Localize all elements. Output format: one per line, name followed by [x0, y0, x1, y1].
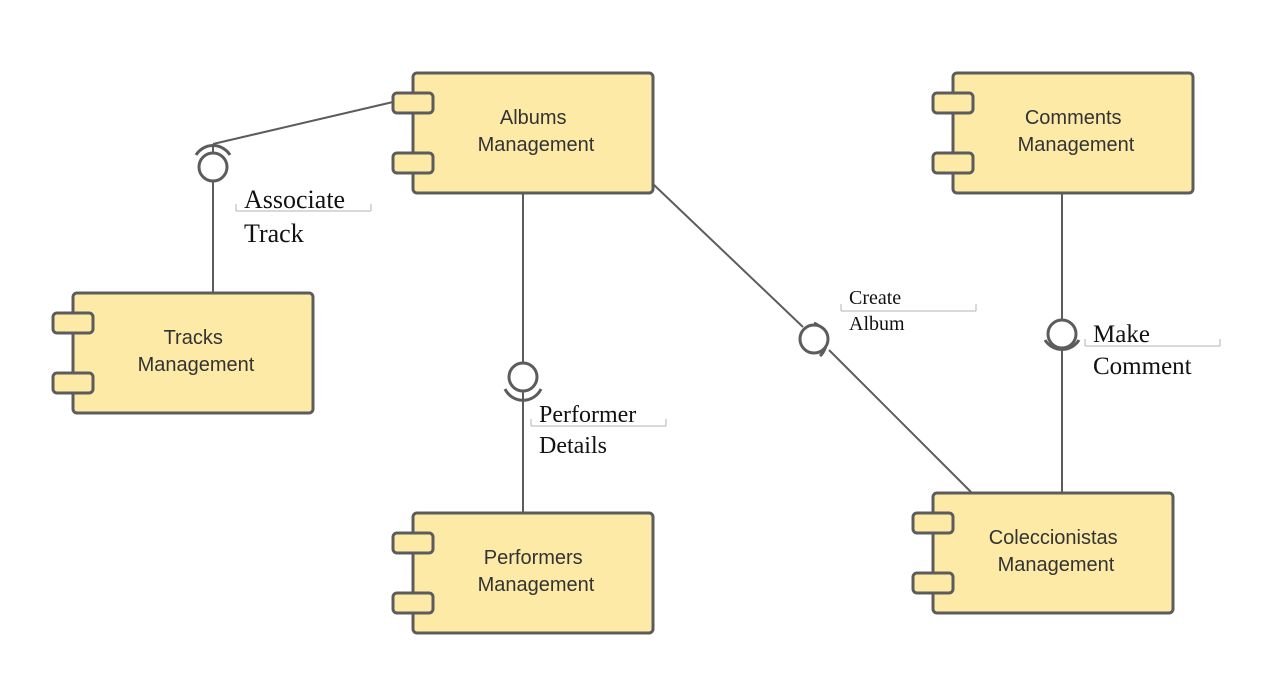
- port-icon: [391, 591, 435, 615]
- interface-create-album: Create Album: [798, 287, 977, 358]
- component-tracks-management[interactable]: Tracks Management: [51, 291, 315, 415]
- port-icon: [51, 311, 95, 335]
- interface-label-create-album: Create Album: [849, 287, 906, 335]
- port-icon: [391, 531, 435, 555]
- connector-create-album: [652, 183, 973, 494]
- component-name: Coleccionistas Management: [989, 527, 1124, 576]
- label-line: Details: [539, 433, 607, 459]
- name-line: Albums: [500, 107, 567, 129]
- label-line: Create: [849, 287, 901, 309]
- lollipop-icon: [1046, 318, 1078, 350]
- name-line: Management: [478, 574, 595, 596]
- component-name: Comments Management: [1018, 107, 1135, 156]
- label-line: Make: [1093, 321, 1150, 348]
- lollipop-icon: [507, 361, 539, 393]
- lollipop-icon: [197, 151, 229, 183]
- name-line: Management: [478, 134, 595, 156]
- interface-label-performer-details: Performer Details: [539, 402, 642, 459]
- name-line: Management: [138, 354, 255, 376]
- name-line: Performers: [484, 547, 583, 569]
- port-icon: [911, 511, 955, 535]
- port-icon: [51, 371, 95, 395]
- label-line: Album: [849, 313, 905, 335]
- name-line: Tracks: [164, 327, 223, 349]
- component-performers-management[interactable]: Performers Management: [391, 511, 655, 635]
- port-icon: [391, 91, 435, 115]
- interface-make-comment: Make Comment: [1043, 318, 1221, 380]
- component-name: Tracks Management: [138, 327, 255, 376]
- name-line: Management: [998, 554, 1115, 576]
- interface-label-associate-track: Associate Track: [244, 185, 352, 248]
- component-name: Albums Management: [478, 107, 595, 156]
- port-icon: [911, 571, 955, 595]
- name-line: Comments: [1025, 107, 1122, 129]
- interface-label-make-comment: Make Comment: [1093, 321, 1192, 380]
- label-line: Performer: [539, 402, 636, 428]
- lollipop-icon: [798, 323, 830, 355]
- port-icon: [931, 151, 975, 175]
- component-coleccionistas-management[interactable]: Coleccionistas Management: [911, 491, 1175, 615]
- label-line: Associate: [244, 185, 345, 214]
- interface-performer-details: Performer Details: [503, 361, 667, 459]
- component-comments-management[interactable]: Comments Management: [931, 71, 1195, 195]
- name-line: Management: [1018, 134, 1135, 156]
- name-line: Coleccionistas: [989, 527, 1118, 549]
- component-albums-management[interactable]: Albums Management: [391, 71, 655, 195]
- port-icon: [391, 151, 435, 175]
- interface-associate-track: Associate Track: [194, 144, 372, 248]
- label-line: Comment: [1093, 353, 1192, 380]
- port-icon: [931, 91, 975, 115]
- label-line: Track: [244, 219, 304, 248]
- component-name: Performers Management: [478, 547, 595, 596]
